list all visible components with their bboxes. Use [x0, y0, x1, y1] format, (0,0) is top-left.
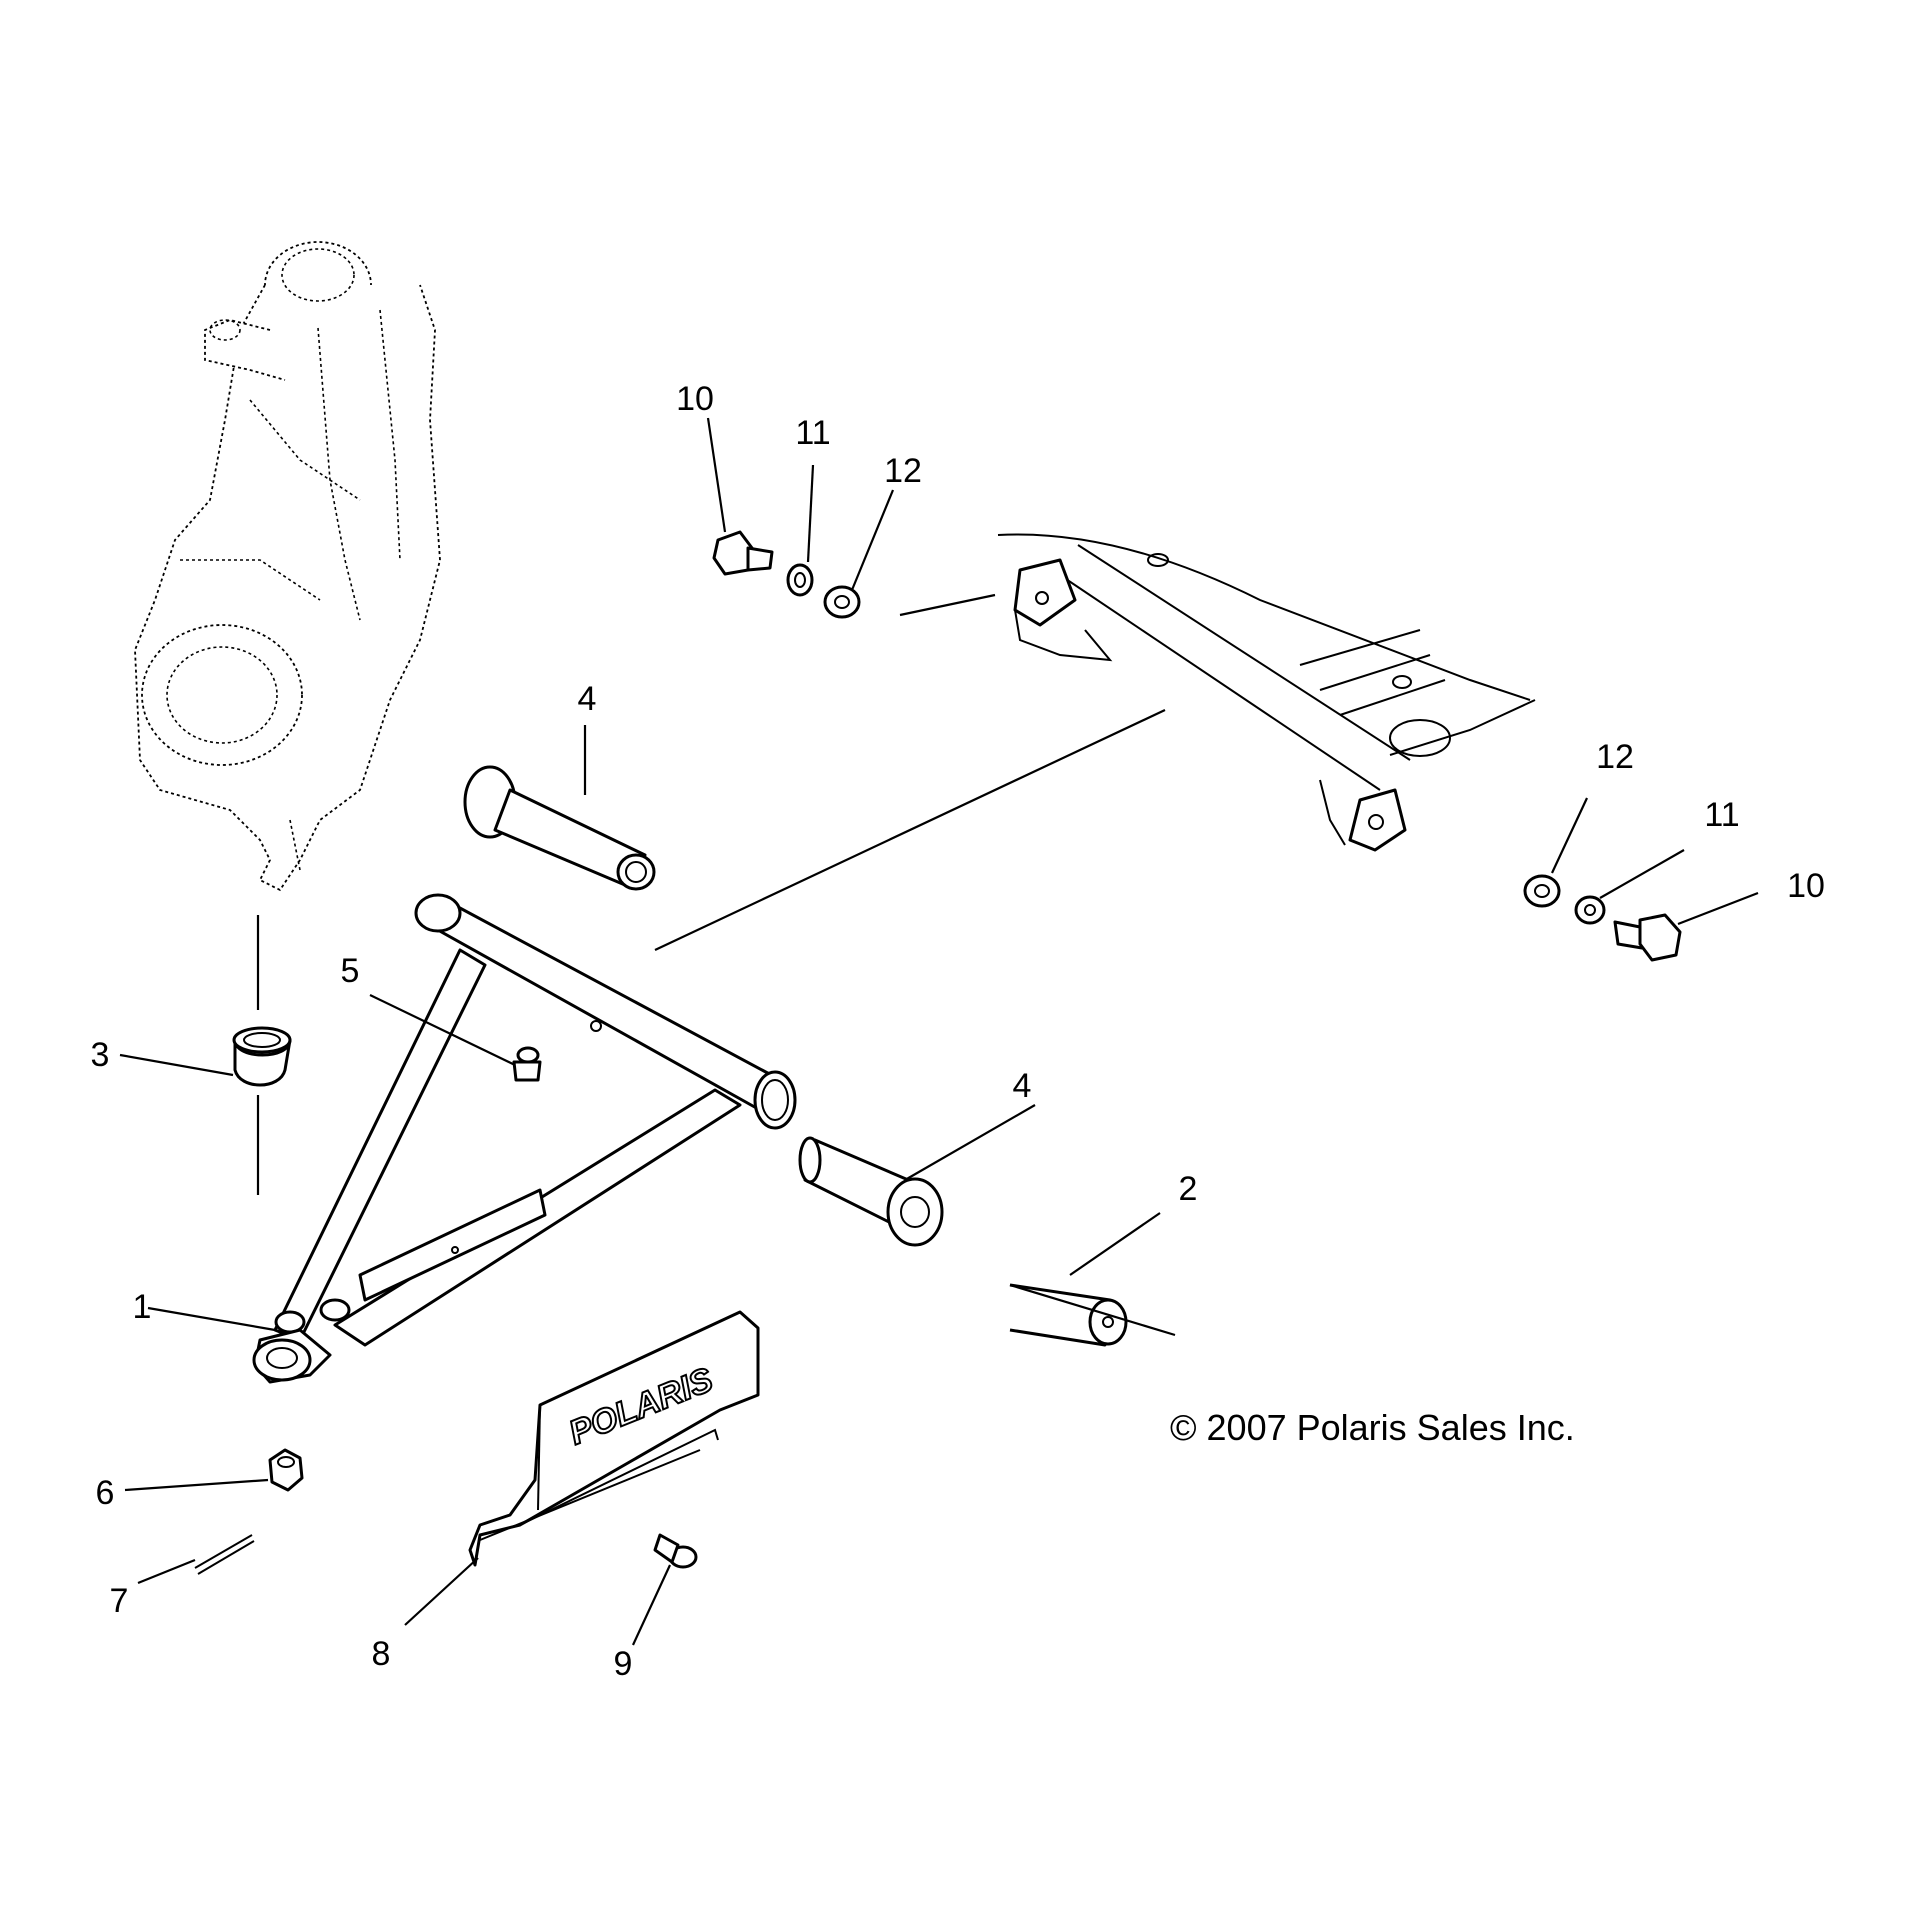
bushing-lower — [798, 1136, 944, 1247]
callout-1: 1 — [133, 1288, 152, 1326]
callout-10-upper: 10 — [676, 380, 714, 418]
guard-bolt — [653, 1533, 698, 1569]
callout-3: 3 — [91, 1036, 110, 1074]
callout-12-upper: 12 — [884, 452, 922, 490]
a-arm — [252, 893, 797, 1384]
bushing-upper — [463, 765, 656, 891]
callout-12-lower: 12 — [1596, 738, 1634, 776]
callout-5: 5 — [341, 952, 360, 990]
leader-lines — [119, 417, 1759, 1646]
callout-10-lower: 10 — [1787, 867, 1825, 905]
bearing-race — [232, 1026, 292, 1087]
callout-4-lower: 4 — [1013, 1067, 1032, 1105]
callout-2: 2 — [1179, 1170, 1198, 1208]
callout-4-upper: 4 — [578, 680, 597, 718]
frame-crossmember — [899, 533, 1536, 852]
callout-7: 7 — [110, 1582, 129, 1620]
assembly-axis-line — [654, 709, 1166, 951]
cotter-pin — [194, 1534, 255, 1575]
callout-9: 9 — [614, 1645, 633, 1683]
pivot-tube — [1009, 1283, 1128, 1347]
callout-11-upper: 11 — [795, 414, 830, 452]
callout-6: 6 — [96, 1474, 115, 1512]
copyright-notice: © 2007 Polaris Sales Inc. — [1170, 1407, 1575, 1448]
callout-8: 8 — [372, 1635, 391, 1673]
steering-knuckle — [134, 241, 441, 892]
lower-fasteners — [1523, 874, 1682, 962]
upper-fasteners — [712, 530, 861, 619]
grease-fitting — [512, 1046, 542, 1082]
callout-11-lower: 11 — [1704, 796, 1739, 834]
callout-labels: 1 2 3 4 4 5 6 7 8 9 10 11 12 12 11 10 — [91, 380, 1825, 1683]
hex-nut — [268, 1448, 304, 1492]
a-arm-guard: POLARIS — [468, 1310, 760, 1567]
